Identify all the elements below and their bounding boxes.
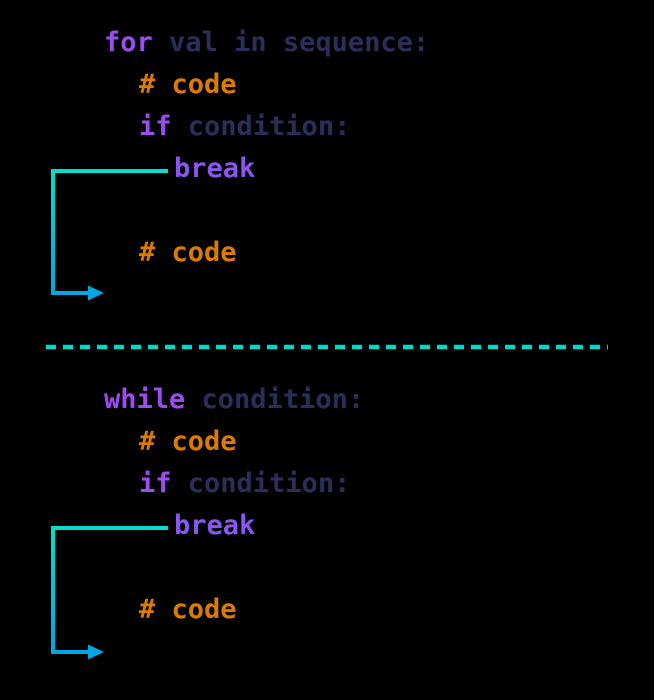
if-keyword: if bbox=[139, 111, 172, 142]
for-comment-line-1: # code bbox=[139, 69, 237, 100]
while-if-line: if condition: bbox=[139, 463, 350, 505]
while-header-line: while condition: bbox=[104, 379, 364, 421]
while-loop-arrow-head-icon bbox=[88, 644, 104, 660]
for-if-line: if condition: bbox=[139, 106, 350, 148]
if-keyword: if bbox=[139, 468, 172, 499]
while-comment-line-2: # code bbox=[139, 594, 237, 625]
while-header-rest: condition: bbox=[185, 384, 365, 415]
for-header-rest: val in sequence: bbox=[152, 27, 430, 58]
for-comment-line-2: # code bbox=[139, 237, 237, 268]
while-break-statement: break bbox=[174, 510, 256, 541]
if-condition-rest: condition: bbox=[171, 111, 351, 142]
for-break-statement: break bbox=[174, 153, 256, 184]
for-loop-arrow-head-icon bbox=[88, 285, 104, 301]
while-comment-line-1: # code bbox=[139, 426, 237, 457]
for-header-line: for val in sequence: bbox=[104, 22, 429, 64]
for-keyword: for bbox=[104, 27, 153, 58]
while-keyword: while bbox=[104, 384, 186, 415]
if-condition-rest: condition: bbox=[171, 468, 351, 499]
